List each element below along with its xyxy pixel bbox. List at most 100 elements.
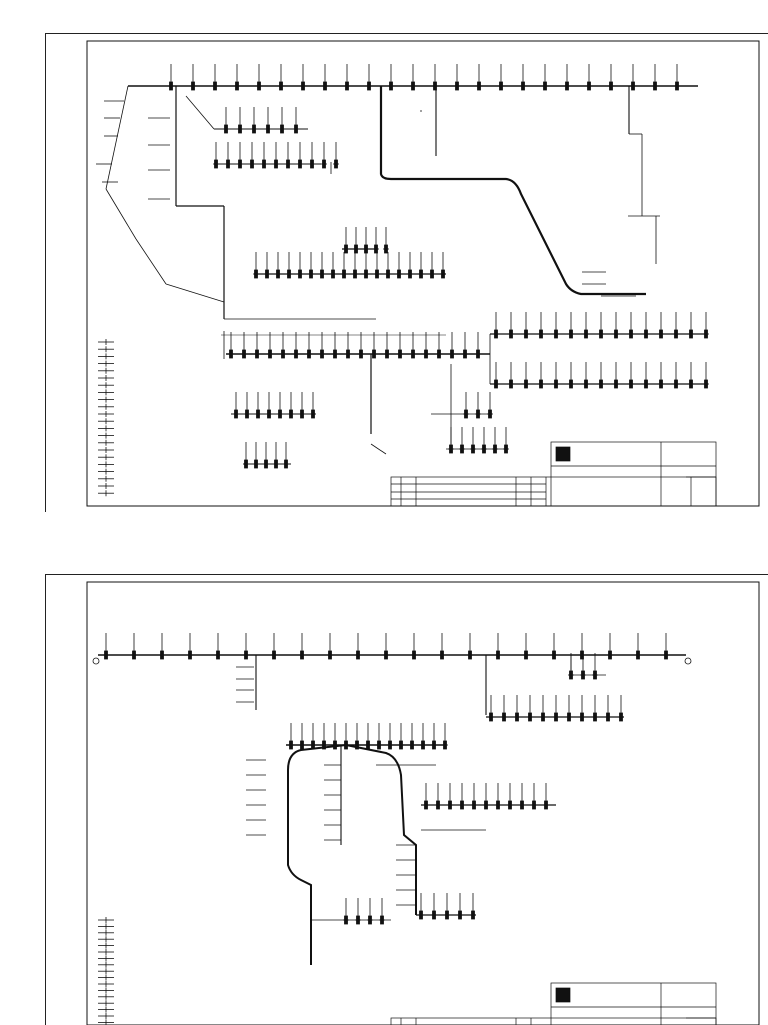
pole-marker: [245, 409, 249, 419]
pole-marker: [704, 379, 708, 389]
pole-marker: [380, 915, 384, 925]
pole-marker: [342, 269, 346, 279]
pole-marker: [569, 379, 573, 389]
pole-marker: [614, 379, 618, 389]
pole-marker: [520, 800, 524, 810]
pole-marker: [266, 124, 270, 134]
pole-marker: [460, 800, 464, 810]
pole-marker: [659, 329, 663, 339]
pole-marker: [644, 329, 648, 339]
pole-marker: [384, 244, 388, 254]
pole-marker: [294, 124, 298, 134]
pole-marker: [310, 159, 314, 169]
pole-marker: [344, 915, 348, 925]
pole-marker: [653, 81, 657, 91]
pole-marker: [419, 269, 423, 279]
pole-marker: [433, 81, 437, 91]
legend-symbols: [98, 339, 114, 497]
pole-marker: [169, 81, 173, 91]
branch-left: [236, 655, 257, 710]
drawing-sheet-2: [45, 574, 768, 1025]
pole-marker: [539, 379, 543, 389]
pole-marker: [569, 329, 573, 339]
pole-marker: [584, 329, 588, 339]
pole-marker: [384, 650, 388, 660]
pole-marker: [664, 650, 668, 660]
pole-marker: [419, 910, 423, 920]
pole-marker: [301, 81, 305, 91]
pole-marker: [213, 81, 217, 91]
drawing-frame: [86, 581, 760, 1025]
pole-marker: [580, 650, 584, 660]
pole-marker: [355, 740, 359, 750]
pole-marker: [674, 329, 678, 339]
pole-marker: [311, 740, 315, 750]
pole-marker: [432, 740, 436, 750]
pole-marker: [424, 800, 428, 810]
pole-marker: [636, 650, 640, 660]
pole-marker: [631, 81, 635, 91]
pole-marker: [704, 329, 708, 339]
pole-marker: [333, 740, 337, 750]
pole-marker: [354, 244, 358, 254]
pole-marker: [460, 444, 464, 454]
pole-marker: [496, 800, 500, 810]
pole-marker: [268, 349, 272, 359]
pole-marker: [593, 712, 597, 722]
pole-marker: [567, 712, 571, 722]
pole-marker: [468, 650, 472, 660]
title-block-2: [390, 982, 717, 1025]
pole-marker: [364, 244, 368, 254]
pole-marker: [464, 409, 468, 419]
pole-marker: [311, 409, 315, 419]
pole-marker: [289, 740, 293, 750]
pole-marker: [242, 349, 246, 359]
branch-right: [485, 655, 624, 718]
pole-marker: [298, 269, 302, 279]
pole-marker: [493, 444, 497, 454]
pole-marker: [188, 650, 192, 660]
right-feeder: [379, 86, 660, 297]
pole-marker: [541, 712, 545, 722]
pole-marker: [322, 740, 326, 750]
pole-marker: [274, 459, 278, 469]
pole-marker: [278, 409, 282, 419]
single-line-diagram-1: [86, 40, 760, 507]
pole-marker: [436, 800, 440, 810]
pole-marker: [272, 650, 276, 660]
pole-marker: [229, 349, 233, 359]
pole-marker: [580, 712, 584, 722]
pole-marker: [509, 329, 513, 339]
pole-marker: [375, 269, 379, 279]
pole-marker: [455, 81, 459, 91]
pole-marker: [488, 409, 492, 419]
central-feeder: [135, 86, 376, 359]
pole-marker: [689, 379, 693, 389]
pole-marker: [606, 712, 610, 722]
pole-marker: [265, 269, 269, 279]
pole-marker: [476, 349, 480, 359]
pole-marker: [399, 740, 403, 750]
branch-upper-left: [185, 95, 332, 174]
pole-marker: [608, 650, 612, 660]
pole-marker: [532, 800, 536, 810]
pole-marker: [629, 329, 633, 339]
pole-marker: [284, 459, 288, 469]
pole-marker: [294, 349, 298, 359]
pole-marker: [235, 81, 239, 91]
pole-marker: [344, 740, 348, 750]
pole-marker: [674, 379, 678, 389]
pole-marker: [521, 81, 525, 91]
pole-marker: [496, 650, 500, 660]
pole-marker: [262, 159, 266, 169]
pole-marker: [437, 349, 441, 359]
pole-marker: [581, 670, 585, 680]
pole-marker: [385, 349, 389, 359]
pole-marker: [255, 349, 259, 359]
pole-marker: [599, 329, 603, 339]
pole-marker: [569, 670, 573, 680]
pole-marker: [430, 269, 434, 279]
pole-marker: [599, 379, 603, 389]
pole-marker: [267, 409, 271, 419]
pole-marker: [216, 650, 220, 660]
